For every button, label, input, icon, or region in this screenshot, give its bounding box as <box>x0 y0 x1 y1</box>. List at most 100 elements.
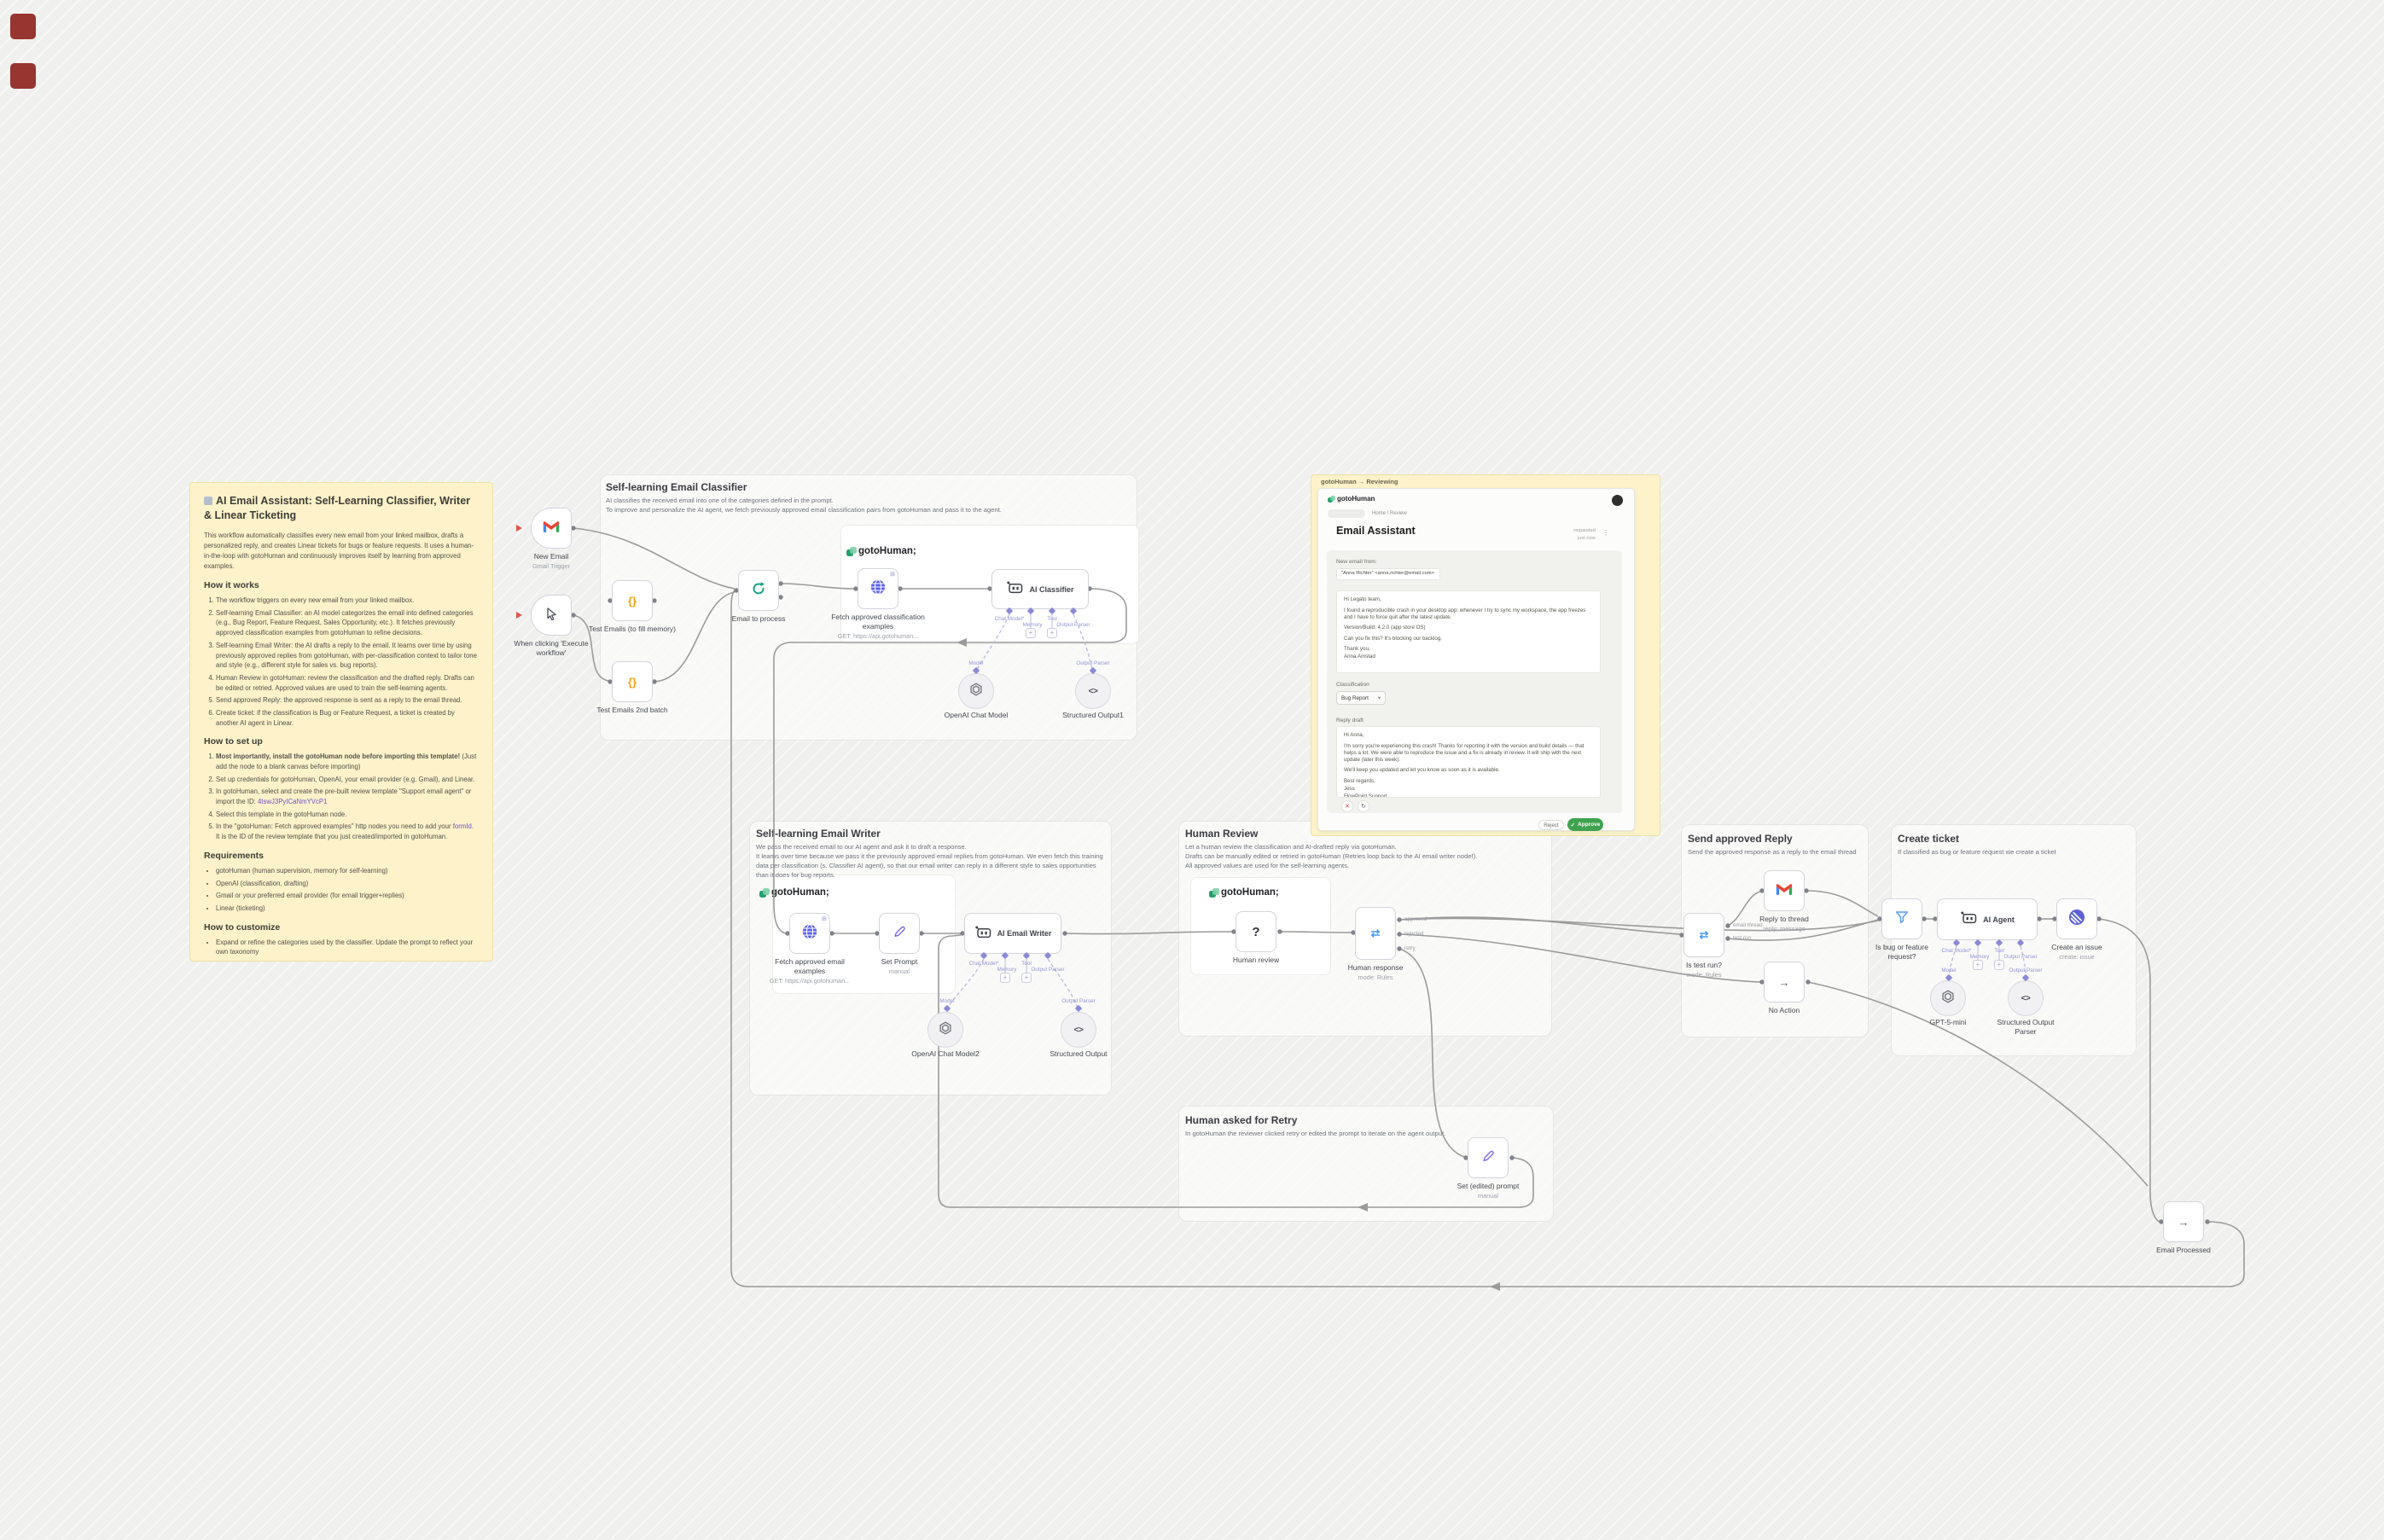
section-title-send: Send approved Reply <box>1688 833 1793 845</box>
gotohuman-app-logo: gotoHuman <box>1328 495 1375 503</box>
node-human-review[interactable]: ? Human review <box>1233 911 1279 964</box>
node-label: Test Emails 2nd batch <box>596 706 668 714</box>
review-meta-1: requested <box>1573 528 1596 533</box>
org-switcher-pill[interactable] <box>1328 509 1365 518</box>
output-label-approved: approved <box>1404 916 1427 922</box>
email-line: Can you fix this? It's blocking our back… <box>1344 635 1443 642</box>
note-item: Set up credentials for gotoHuman, OpenAI… <box>216 775 479 785</box>
canvas-object <box>10 14 36 39</box>
note-item: Self-learning Email Writer: the AI draft… <box>216 641 479 671</box>
node-set-edited-prompt[interactable]: Set (edited) prompt manual <box>1457 1137 1519 1200</box>
add-tool-button[interactable]: + <box>1047 628 1057 638</box>
form-id-link[interactable]: formId <box>452 822 472 831</box>
node-sublabel: Gmail Trigger <box>532 562 570 571</box>
node-label: When clicking 'Execute workflow' <box>514 639 589 658</box>
node-ai-classifier[interactable]: AI Classifier <box>991 569 1089 609</box>
anchor-label: Chat Model* <box>968 961 999 967</box>
node-human-response[interactable]: ⇄ Human response mode: Rules <box>1348 907 1403 981</box>
node-label: Create an issue <box>2051 943 2102 951</box>
note-intro: This workflow automatically classifies e… <box>204 531 474 570</box>
node-set-prompt[interactable]: Set Prompt manual <box>879 913 920 975</box>
node-manual-trigger[interactable]: When clicking 'Execute workflow' <box>514 595 589 657</box>
node-structured-output-1[interactable]: <> Structured Output1 <box>1062 673 1124 719</box>
node-email-to-process[interactable]: Email to process <box>732 570 785 623</box>
retry-button[interactable]: ↻ <box>1358 800 1369 812</box>
output-label-retry: retry <box>1404 945 1416 951</box>
add-tool-button[interactable]: + <box>1021 973 1032 983</box>
node-label: Fetch approved classification examples <box>831 613 925 631</box>
section-title-classifier: Self-learning Email Classifier <box>606 481 747 493</box>
node-label: Structured Output1 <box>1062 711 1124 719</box>
from-value: "Anna Richter" <anna.richter@email.com> <box>1341 571 1434 576</box>
section-title-writer: Self-learning Email Writer <box>756 828 881 840</box>
node-is-test-run[interactable]: ⇄ Is test run? mode: Rules <box>1683 913 1724 979</box>
note-item: Gmail or your preferred email provider (… <box>216 891 479 901</box>
email-body-box: Hi Legato team, I found a reproducible c… <box>1336 590 1601 673</box>
reply-line: I'm sorry you're experiencing this crash… <box>1344 742 1584 763</box>
node-sublabel: GET: https://api.gotohuman... <box>769 977 851 985</box>
node-label: OpenAI Chat Model <box>944 711 1009 719</box>
send-desc: Send the approved response as a reply to… <box>1688 848 1857 856</box>
pencil-icon <box>892 924 907 944</box>
node-gpt5-mini[interactable]: GPT-5-mini <box>1930 980 1966 1026</box>
anchor-label: Memory <box>997 967 1017 973</box>
node-sublabel: mode: Rules <box>1358 973 1393 982</box>
node-label: AI Email Writer <box>997 929 1052 938</box>
node-openai-chat-model-2[interactable]: OpenAI Chat Model2 <box>911 1012 980 1058</box>
breadcrumb[interactable]: Home / Review <box>1372 511 1407 516</box>
screenshot-caption: gotoHuman → Reviewing <box>1321 478 1398 485</box>
cursor-icon <box>544 607 558 625</box>
add-memory-button[interactable]: + <box>1026 628 1036 638</box>
node-is-bug-or-feature[interactable]: Is bug or feature request? <box>1875 898 1928 961</box>
from-value-field: "Anna Richter" <anna.richter@email.com> <box>1336 568 1440 580</box>
thumbs-down-button[interactable]: ✕ <box>1341 800 1353 812</box>
pinned-data-badge: ⊞ <box>822 916 827 922</box>
add-tool-button[interactable]: + <box>1994 960 2004 970</box>
kebab-menu-icon[interactable]: ⋮ <box>1602 529 1609 537</box>
classification-select[interactable]: Bug Report ▾ <box>1336 691 1386 705</box>
add-memory-button[interactable]: + <box>1973 960 1983 970</box>
node-label: Set Prompt <box>881 957 918 966</box>
node-ai-email-writer[interactable]: AI Email Writer <box>964 913 1061 954</box>
avatar[interactable] <box>1612 495 1623 506</box>
node-ai-agent[interactable]: AI Agent <box>1937 898 2038 940</box>
node-structured-output-parser[interactable]: <> Structured Output Parser <box>1997 980 2055 1036</box>
node-structured-output[interactable]: <> Structured Output <box>1050 1012 1108 1058</box>
template-id-link[interactable]: 4tswJ3PyICaNmYVcP1 <box>257 798 328 806</box>
node-create-issue[interactable]: Create an issue create: issue <box>2051 898 2102 961</box>
gotohuman-icon <box>1328 495 1335 503</box>
sticky-note-docs[interactable]: AI Email Assistant: Self-Learning Classi… <box>189 482 493 962</box>
note-item: Send approved Reply: the approved respon… <box>216 695 479 706</box>
node-openai-chat-model[interactable]: OpenAI Chat Model <box>945 673 1008 719</box>
question-icon: ? <box>1252 924 1260 939</box>
anchor-label: Model <box>1941 968 1957 973</box>
canvas-object <box>10 63 36 89</box>
node-no-action[interactable]: → No Action <box>1764 962 1805 1014</box>
note-item: Most importantly, install the gotoHuman … <box>216 752 479 771</box>
node-test-emails-2[interactable]: {} Test Emails 2nd batch <box>596 661 668 714</box>
approve-button[interactable]: ✓ Approve <box>1567 818 1603 831</box>
review-desc-1: Let a human review the classification an… <box>1185 843 1397 851</box>
anchor-label: Output Parser <box>1076 660 1110 666</box>
add-memory-button[interactable]: + <box>1000 973 1010 983</box>
anchor-label: Output Parser <box>1056 622 1090 628</box>
note-item: gotoHuman (human supervision, memory for… <box>216 866 479 876</box>
node-reply-to-thread[interactable]: Reply to thread reply: message <box>1759 870 1809 933</box>
review-desc-2: Drafts can be manually edited or retried… <box>1185 852 1478 860</box>
ticket-desc: If classified as bug or feature request … <box>1898 848 2056 856</box>
filter-icon <box>1894 909 1910 929</box>
openai-icon <box>968 682 984 701</box>
section-title-retry: Human asked for Retry <box>1185 1114 1298 1126</box>
reply-line: We'll keep you updated and let you know … <box>1344 767 1500 774</box>
reject-button[interactable]: Reject <box>1538 820 1564 830</box>
node-email-processed[interactable]: → Email Processed <box>2156 1201 2211 1254</box>
note-heading: How it works <box>204 580 259 591</box>
node-new-email[interactable]: New Email Gmail Trigger <box>531 508 572 570</box>
anchor-label: Tool <box>1994 948 2004 954</box>
noop-arrow-icon: → <box>1778 975 1790 989</box>
reply-draft-textarea[interactable]: Hi Anna, I'm sorry you're experiencing t… <box>1336 726 1601 798</box>
robot-icon <box>974 925 991 943</box>
gotohuman-icon <box>1209 887 1219 898</box>
node-test-emails-1[interactable]: {} Test Emails (to fill memory) <box>589 580 676 633</box>
